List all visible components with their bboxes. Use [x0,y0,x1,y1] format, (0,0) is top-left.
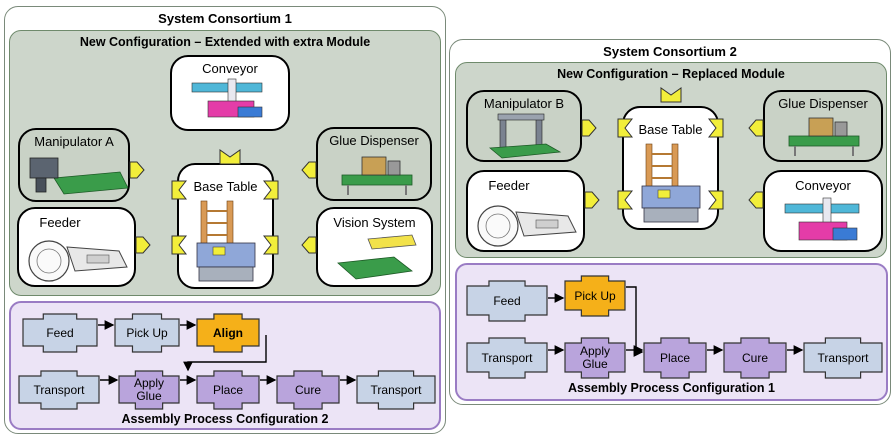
step2-transport-1-label: Transport [481,350,533,365]
module-glue-dispenser-2: Glue Dispenser [763,90,883,162]
step-cure-label: Cure [294,382,321,397]
step2-apply-glue: Apply Glue [564,337,626,379]
module-glue-dispenser-2-label: Glue Dispenser [778,96,868,111]
step-align: Align [196,313,260,353]
module-feeder-2-label: Feeder [488,178,530,193]
feeder-2-picture [477,205,577,247]
glue-dispenser-picture [341,156,413,195]
step-shape [22,313,98,353]
step-shape [18,370,100,410]
module-conveyor: Conveyor [170,55,290,131]
step-transport-2: Transport [356,370,436,410]
step-shape [118,370,180,410]
module-conveyor-2-label: Conveyor [795,178,851,193]
step-shape [803,337,883,379]
step-shape [196,370,260,410]
step-shape [723,337,787,379]
step2-feed-label: Feed [493,293,521,308]
module-feeder: Feeder [17,207,136,287]
step-apply-glue: Apply Glue [118,370,180,410]
module-vision-system-label: Vision System [333,215,416,230]
vision-system-picture [337,234,417,280]
step-transport-2-label: Transport [370,382,422,397]
step-pick-up: Pick Up [114,313,180,353]
configuration-2-title: New Configuration – Replaced Module [557,67,785,81]
step-shape [643,337,707,379]
step-shape [356,370,436,410]
manipulator-a-picture [29,157,128,195]
step-shape [564,275,626,317]
step2-pick-up-label: Pick Up [574,288,616,303]
step2-transport-1: Transport [466,337,548,379]
step-place-label: Place [212,382,244,397]
step-transport-1-label: Transport [33,382,85,397]
module-glue-dispenser-label: Glue Dispenser [329,133,419,148]
module-manipulator-a-label: Manipulator A [34,134,114,149]
module-feeder-label: Feeder [39,215,81,230]
consortium-1-title: System Consortium 1 [158,11,292,26]
step2-cure: Cure [723,337,787,379]
module-vision-system: Vision System [316,207,433,287]
step-cure: Cure [276,370,340,410]
step-shape [466,337,548,379]
process-configuration-1-title: Assembly Process Configuration 1 [567,381,775,395]
module-base-table-2: Base Table [622,106,719,230]
module-base-table-label: Base Table [193,179,258,194]
base-table-picture [196,200,256,282]
step-shape [466,280,548,322]
step-place: Place [196,370,260,410]
conveyor-2-picture [784,197,860,241]
step-shape [564,337,626,379]
manipulator-b-picture [488,113,562,159]
step2-apply-glue-label: Apply Glue [579,344,611,371]
step2-feed: Feed [466,280,548,322]
process-configuration-2-title: Assembly Process Configuration 2 [121,412,329,426]
module-manipulator-b-label: Manipulator B [483,96,565,111]
module-base-table: Base Table [177,163,274,289]
step2-pick-up: Pick Up [564,275,626,317]
conveyor-picture [191,78,263,118]
step-shape [276,370,340,410]
base-table-2-picture [641,143,701,223]
module-conveyor-label: Conveyor [202,61,258,76]
configuration-1-title: New Configuration – Extended with extra … [79,35,371,49]
step-apply-glue-label: Apply Glue [133,376,165,403]
module-manipulator-b: Manipulator B [466,90,582,162]
step-align-label: Align [213,325,243,340]
step-feed-label: Feed [46,325,74,340]
step-feed: Feed [22,313,98,353]
step2-place-label: Place [659,350,691,365]
feeder-picture [28,240,128,282]
consortium-2-title: System Consortium 2 [603,44,737,59]
step-pick-up-label: Pick Up [126,325,168,340]
step2-transport-2: Transport [803,337,883,379]
module-base-table-2-label: Base Table [638,122,703,137]
step-shape [114,313,180,353]
module-conveyor-2: Conveyor [763,170,883,252]
module-manipulator-a: Manipulator A [18,128,130,202]
step-transport-1: Transport [18,370,100,410]
module-feeder-2: Feeder [466,170,585,252]
step2-cure-label: Cure [741,350,768,365]
glue-dispenser-2-picture [788,117,860,156]
step2-transport-2-label: Transport [817,350,869,365]
module-glue-dispenser: Glue Dispenser [316,127,432,201]
step2-place: Place [643,337,707,379]
